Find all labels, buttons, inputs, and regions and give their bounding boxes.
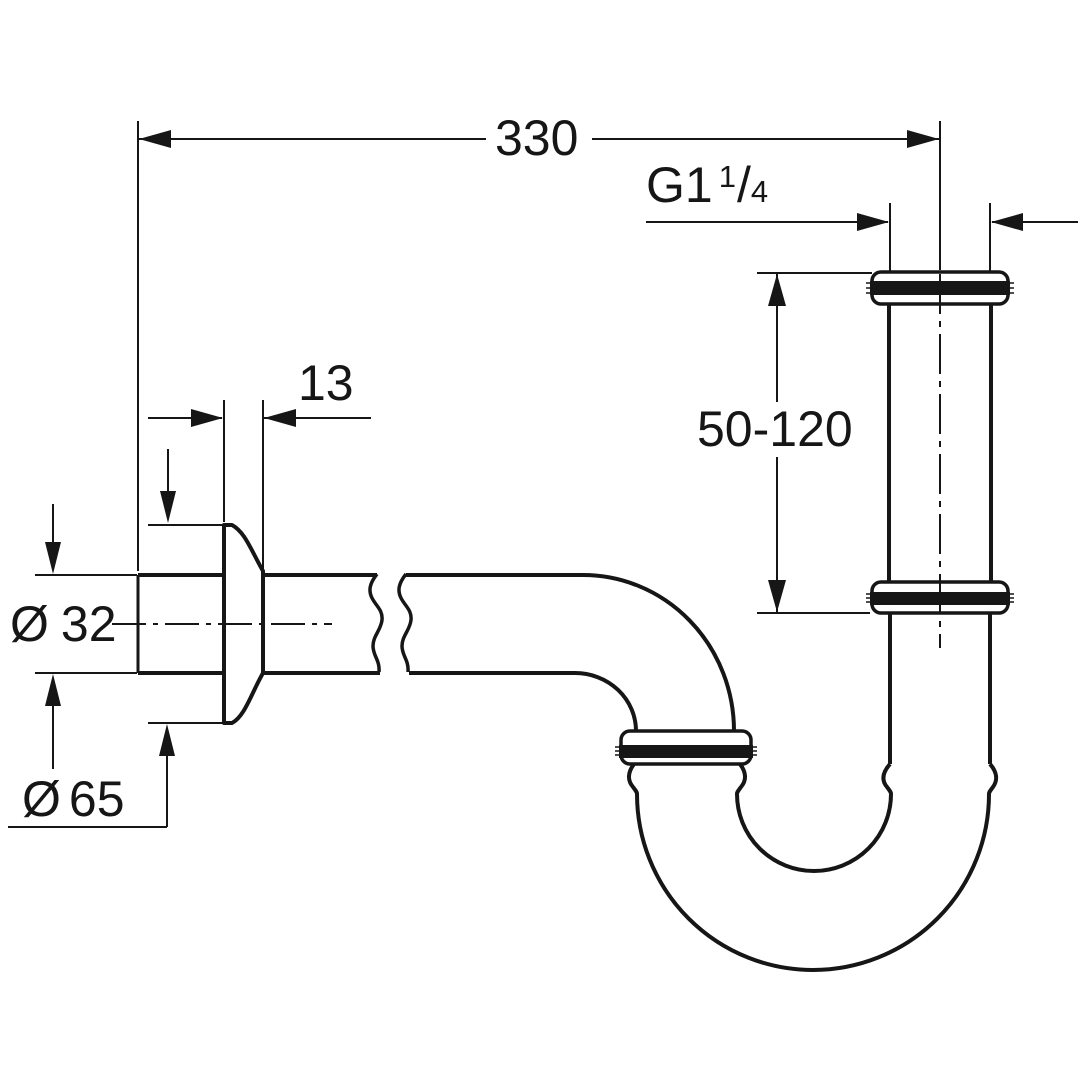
dim-label-height-range: 50-120 (697, 401, 853, 457)
dim-pipe-diameter (35, 504, 137, 769)
dim-dia65-arrow (159, 724, 175, 756)
dim-13-extension-lines (223, 400, 264, 571)
rosette-diameter-symbol: Ø (22, 771, 61, 827)
slip-nut-elbow (615, 729, 757, 766)
dim-label-flange-offset: 13 (298, 355, 354, 411)
inlet-pipe-bottom-edge (138, 671, 638, 732)
dim-13-arrow-right (264, 409, 296, 427)
riser-wall-below-nut (888, 613, 992, 764)
dim-flange-offset (148, 400, 371, 571)
dim-thread-extension-lines (889, 203, 991, 271)
dim-rosette-diameter (8, 722, 228, 828)
slip-nut-riser-lower-thread-ticks (866, 593, 1014, 603)
flange-leader-top-arrow (160, 491, 176, 523)
dim-dia65-leader (8, 753, 168, 828)
slip-nut-riser-top-thread-ticks (866, 282, 1014, 294)
riser-wall-between-nuts (887, 304, 993, 582)
dim-50-120-extension-lines (757, 272, 872, 614)
pipe-diameter-symbol: Ø (10, 596, 49, 652)
dim-50-120-arrow-top (768, 274, 786, 306)
dim-thread-size (646, 203, 1078, 271)
trap-outer-wall (627, 762, 999, 972)
thread-size-slash: / (736, 157, 751, 213)
dim-dia32-extension-lines (35, 574, 137, 674)
pipe-break-line-right (397, 572, 413, 673)
slip-nut-elbow-thread-ticks (615, 746, 757, 756)
dim-thread-arrow-right (991, 213, 1023, 231)
pipe-break-line-left (368, 572, 384, 673)
trap-inner-wall (735, 762, 893, 873)
dim-label-overall-length: 330 (495, 110, 579, 166)
dim-dia32-arrow-top (45, 542, 61, 574)
rosette-diameter-value: 65 (68, 771, 125, 827)
dim-dia32-arrow-bottom (45, 674, 61, 706)
thread-size-denominator: 4 (750, 174, 769, 209)
pipe-diameter-value: 32 (60, 596, 117, 652)
dim-330-arrow-right (907, 130, 939, 148)
inlet-pipe-top-edge (138, 573, 736, 732)
dim-50-120-arrow-bottom (768, 580, 786, 612)
dim-overall-length (137, 121, 939, 571)
dim-13-arrow-left (191, 409, 223, 427)
dim-thread-arrow-left (857, 213, 889, 231)
slip-nut-elbow-seal-band (619, 745, 753, 758)
dim-330-arrow-left (139, 130, 171, 148)
thread-size-prefix: G1 (646, 157, 713, 213)
flange-leader-top (148, 449, 231, 526)
thread-size-numerator: 1 (718, 159, 736, 194)
dim-height-range (757, 272, 872, 614)
